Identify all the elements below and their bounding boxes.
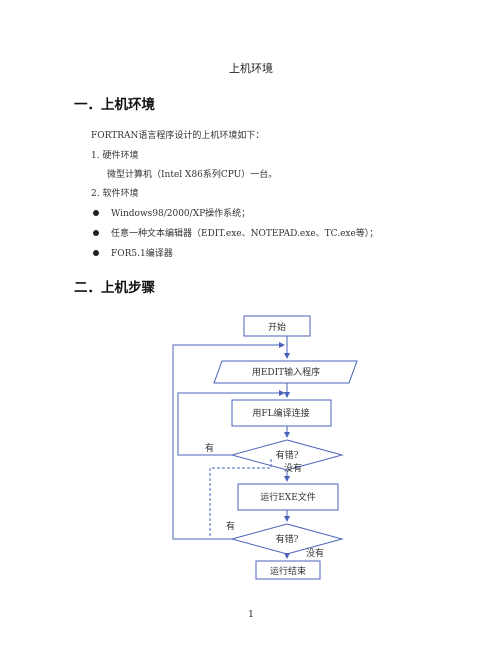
flow-compile-label: 用FL编译连接	[252, 407, 309, 419]
flow-end-box	[255, 560, 321, 580]
flow-edit-box	[213, 360, 358, 384]
flow-loop-to-edit	[172, 342, 285, 540]
flow-check2-label: 有错?	[276, 533, 299, 545]
page-header-title: 上机环境	[229, 62, 273, 75]
flow-compile-box	[231, 399, 332, 427]
software-item-compiler: FOR5.1编译器	[111, 249, 173, 259]
flow-no1-label: 没有	[284, 462, 302, 474]
hardware-label: 1. 硬件环境	[91, 151, 139, 161]
bullet-icon	[93, 230, 99, 236]
intro-text: FORTRAN语言程序设计的上机环境如下：	[91, 131, 265, 141]
flow-check1-label: 有错?	[276, 449, 299, 461]
flow-run-box	[237, 483, 339, 511]
hardware-text: 微型计算机（Intel X86系列CPU）一台。	[107, 170, 278, 180]
flow-start-box	[243, 315, 311, 337]
bullet-icon	[93, 210, 99, 216]
flow-no2-label: 没有	[306, 547, 324, 559]
flow-end-label: 运行结束	[270, 565, 306, 577]
flow-start-label: 开始	[268, 321, 286, 333]
page-number: 1	[248, 610, 254, 620]
flow-run-label: 运行EXE文件	[260, 491, 316, 503]
flow-yes1-label: 有	[205, 442, 214, 454]
software-item-editor: 任意一种文本编辑器（EDIT.exe、NOTEPAD.exe、TC.exe等）；	[111, 229, 379, 239]
section-heading-environment: 一．上机环境	[74, 97, 155, 113]
bullet-icon	[93, 250, 99, 256]
flow-yes2-label: 有	[226, 520, 235, 532]
software-item-os: Windows98/2000/XP操作系统；	[111, 209, 251, 219]
flow-edit-label: 用EDIT输入程序	[252, 366, 320, 378]
flow-loop-to-compile	[177, 390, 285, 456]
software-label: 2. 软件环境	[91, 189, 139, 199]
section-heading-steps: 二．上机步骤	[74, 280, 155, 296]
